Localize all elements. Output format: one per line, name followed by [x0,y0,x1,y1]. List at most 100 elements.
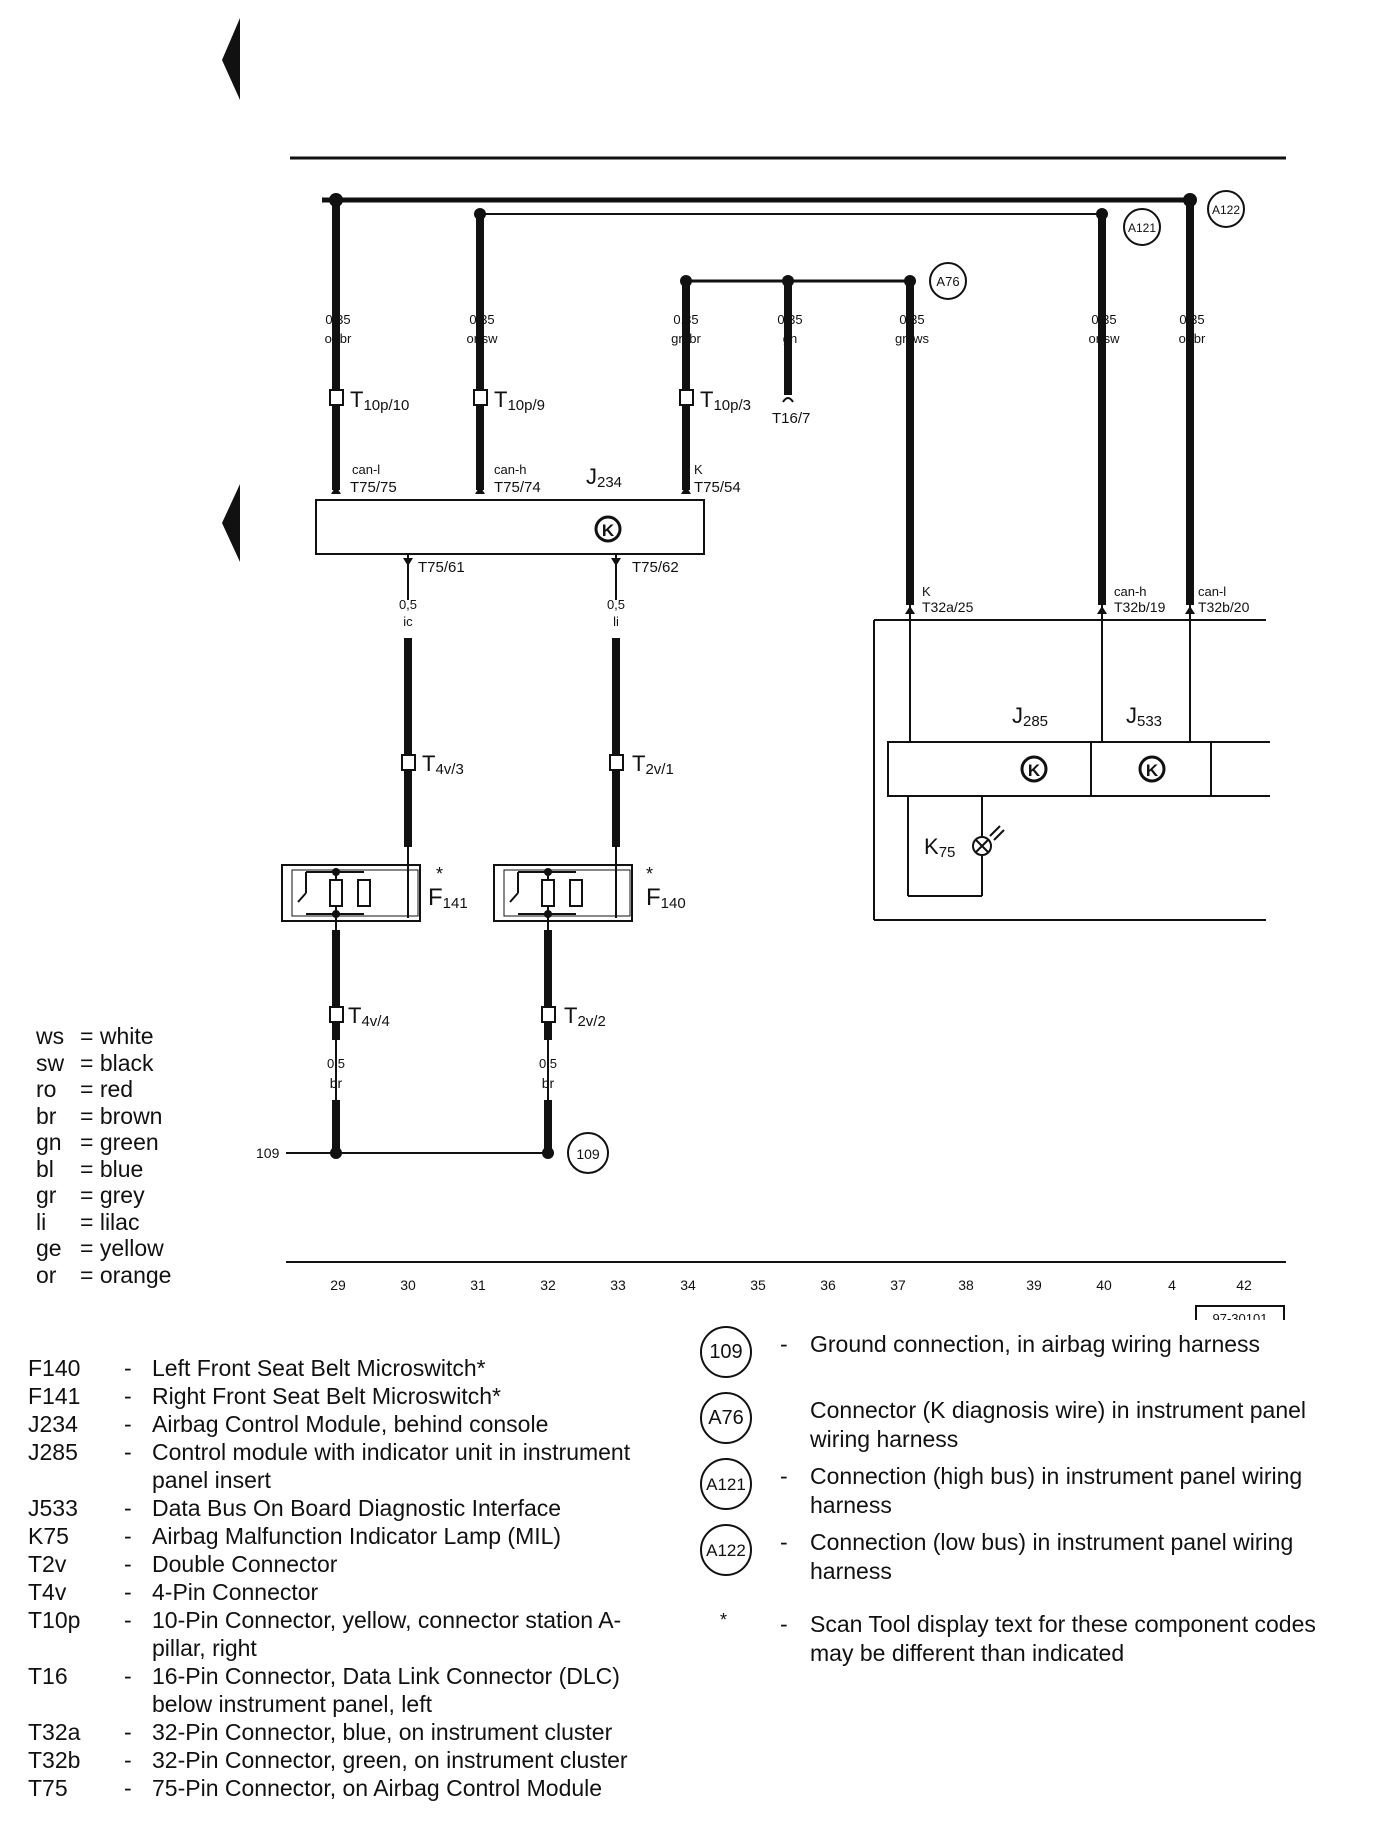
color-eq: = [80,1208,100,1235]
svg-text:40: 40 [1096,1277,1112,1293]
wire-color: ic [403,614,413,629]
wire-color: br [330,1075,343,1091]
svg-text:33: 33 [610,1277,626,1293]
legend-desc: 16-Pin Connector, Data Link Connector (D… [152,1663,620,1717]
color-key-row: ws= white [36,1023,171,1050]
wire-gauge: 0,5 [327,1056,345,1071]
wire-color: gn/ws [895,331,929,346]
cluster-frame [873,605,1266,921]
node-desc: Connection (low bus) in instrument panel… [810,1529,1294,1584]
color-eq: = [80,1235,100,1261]
legend-dash: - [124,1551,132,1577]
color-abbr: ge [36,1235,62,1261]
color-eq: = [80,1076,100,1102]
color-key-row: gr= grey [36,1182,171,1209]
connector-t16-7: T16/7 [772,410,810,427]
legend-desc: Airbag Control Module, behind console [152,1411,549,1437]
wire-color: li [613,614,619,629]
f140-switch [493,847,633,930]
legend-dash: - [124,1411,132,1437]
node-desc: Connection (high bus) in instrument pane… [810,1463,1303,1518]
connector-symbol [609,754,624,771]
wire-color: or/sw [466,331,498,346]
connector-symbol [473,389,488,406]
wire-gauge: 0,35 [469,312,494,327]
svg-text:31: 31 [470,1277,486,1293]
color-key-row: sw= black [36,1050,171,1077]
page-marker-arrow-top [222,18,240,100]
color-name: orange [99,1261,172,1288]
color-name: black [99,1049,154,1076]
page-marker-arrow-mid [222,484,240,562]
node-legend: 109-Ground connection, in airbag wiring … [700,1326,1350,1676]
connector-symbol [329,1006,344,1023]
connector-t2v2: T2v/2 [564,1003,606,1030]
legend-dash: - [124,1775,132,1801]
color-abbr: bl [36,1155,54,1182]
legend-dash: - [124,1663,132,1689]
svg-text:36: 36 [820,1277,836,1293]
legend-desc: 32-Pin Connector, blue, on instrument cl… [152,1719,613,1745]
legend-desc: 32-Pin Connector, green, on instrument c… [152,1747,628,1773]
connector-symbol [541,1006,556,1023]
legend-desc: 10-Pin Connector, yellow, connector stat… [152,1607,622,1661]
legend-item: T4v-4-Pin Connector [28,1578,668,1606]
connector-symbol [401,754,416,771]
note-desc: Scan Tool display text for these compone… [810,1611,1316,1666]
legend-dash: - [124,1747,132,1773]
node-a76: A76 [936,274,959,289]
node-desc: Connector (K diagnosis wire) in instrume… [810,1397,1307,1452]
wires-upper [332,200,1194,605]
pin-arrows-cluster [905,606,1195,614]
pin-t75-74: T75/74 [494,479,541,496]
legend-code: T16 [28,1663,68,1689]
node-legend-item: 109-Ground connection, in airbag wiring … [700,1326,1350,1388]
legend-desc: 4-Pin Connector [152,1579,319,1605]
legend-item: T10p-10-Pin Connector, yellow, connector… [28,1606,668,1662]
color-key-row: ro= red [36,1076,171,1103]
pin-t32b-19: T32b/19 [1114,599,1166,615]
ground-109-icon [567,1132,609,1174]
node-a122: A122 [1212,203,1240,217]
legend-dash: - [780,1529,788,1555]
connector-symbol [679,389,694,406]
wires-middle [404,638,620,847]
color-abbr: or [36,1261,57,1288]
legend-desc: Airbag Malfunction Indicator Lamp (MIL) [152,1523,562,1549]
color-eq: = [80,1049,100,1076]
f141-switch [281,847,421,930]
wire-gauge: 0,35 [673,312,698,327]
legend-code: T2v [28,1551,67,1577]
legend-item: T32a-32-Pin Connector, blue, on instrume… [28,1718,668,1746]
legend-dash: - [124,1579,132,1605]
legend-code: K75 [28,1523,69,1549]
connector-t10p3: T10p/3 [700,387,751,414]
connector-t4v4: T4v/4 [348,1003,390,1030]
legend-item: T75-75-Pin Connector, on Airbag Control … [28,1774,668,1802]
svg-text:39: 39 [1026,1277,1042,1293]
j285-label: J285 [1012,703,1048,730]
legend-desc: Data Bus On Board Diagnostic Interface [152,1495,562,1521]
color-name: brown [99,1102,163,1129]
column-numbers: 29 30 31 32 33 34 35 36 37 38 39 40 4 42 [330,1277,1252,1293]
node-badge-icon: A122 [700,1524,752,1576]
ground-109-node: 109 [576,1146,600,1162]
color-abbr: gr [36,1182,57,1208]
f141-label: F141 [428,884,468,912]
svg-text:38: 38 [958,1277,974,1293]
legend-dash: - [124,1719,132,1745]
node-desc: Ground connection, in airbag wiring harn… [810,1331,1261,1357]
color-key-row: br= brown [36,1103,171,1130]
color-name: yellow [99,1235,164,1261]
connector-t2v1: T2v/1 [632,751,674,778]
note-asterisk: * [720,1610,728,1630]
color-key-row: li= lilac [36,1209,171,1236]
node-badge-icon: A76 [700,1392,752,1444]
legend-desc: Left Front Seat Belt Microswitch* [152,1355,486,1381]
color-name: white [99,1023,154,1049]
legend-item: J234-Airbag Control Module, behind conso… [28,1410,668,1438]
pin-t75-62: T75/62 [632,559,679,576]
color-eq: = [80,1182,100,1208]
f140-asterisk: * [646,864,653,884]
legend-dash: - [780,1331,788,1357]
